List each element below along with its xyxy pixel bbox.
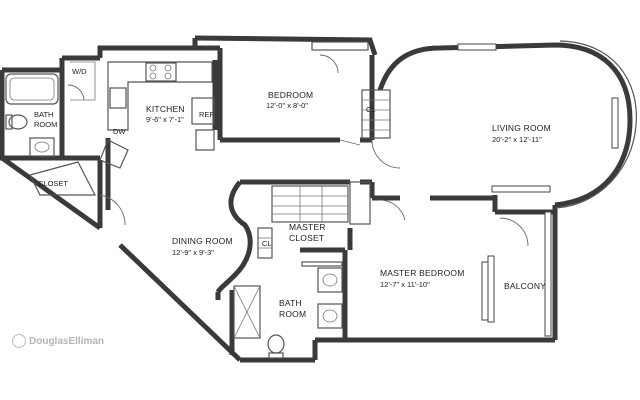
wd-label: W/D xyxy=(72,67,87,76)
bath1-label-line1: BATH xyxy=(34,110,53,119)
master-bedroom-dim: 12'-7" x 11'-10" xyxy=(380,280,430,289)
bedroom-closet xyxy=(311,41,391,139)
balcony-label: BALCONY xyxy=(504,281,546,291)
kitchen-fixtures xyxy=(99,61,215,169)
watermark: DouglasElliman xyxy=(12,334,104,348)
bath1-fixtures xyxy=(5,61,96,196)
bedroom-name: BEDROOM xyxy=(268,90,313,100)
kitchen-dim: 9'-6" x 7'-1" xyxy=(146,115,184,124)
bath2-label-line2: ROOM xyxy=(279,309,306,319)
closet-label: CLOSET xyxy=(38,179,68,188)
bath1-label-line2: ROOM xyxy=(34,120,57,129)
room-labels: W/D BATH ROOM KITCHEN 9'-6" x 7'-1" REF … xyxy=(34,67,551,319)
master-closet-line2: CLOSET xyxy=(289,233,324,243)
bath2-label-line1: BATH xyxy=(279,298,302,308)
master-closet-line1: MASTER xyxy=(289,222,326,232)
bedroom-closet-label: CL xyxy=(366,105,376,114)
dining-closet-label: CL xyxy=(262,239,272,248)
dining-name: DINING ROOM xyxy=(172,236,233,246)
master-closet-shelves xyxy=(271,181,371,225)
exterior-walls xyxy=(0,35,633,363)
dining-closet xyxy=(257,227,273,259)
douglas-elliman-logo-icon xyxy=(12,334,26,348)
master-bedroom-name: MASTER BEDROOM xyxy=(380,268,465,278)
door-swings xyxy=(67,54,529,247)
master-bath-fixtures xyxy=(233,261,343,359)
living-dim: 20'-2" x 12'-11" xyxy=(492,135,542,144)
living-name: LIVING ROOM xyxy=(492,123,551,133)
dining-dim: 12'-9" x 9'-3" xyxy=(172,248,214,257)
master-windows xyxy=(481,211,552,337)
watermark-text: DouglasElliman xyxy=(29,335,105,347)
bedroom-dim: 12'-0" x 8'-0" xyxy=(266,101,308,110)
dw-label: DW xyxy=(113,127,126,136)
ref-label: REF xyxy=(199,110,214,119)
kitchen-name: KITCHEN xyxy=(146,104,185,114)
living-windows xyxy=(457,40,637,209)
